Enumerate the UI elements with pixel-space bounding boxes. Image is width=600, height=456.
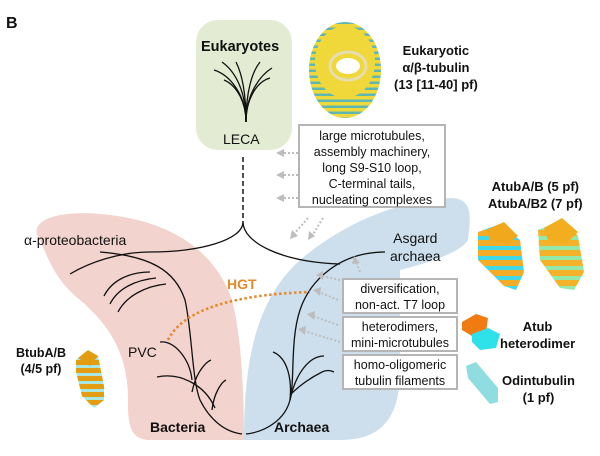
clade-leca: LECA [223, 131, 260, 147]
asgard-line-2: archaea [390, 248, 441, 264]
label-odintubulin: Odintubulin (1 pf) [502, 372, 575, 406]
feature-arrows [282, 152, 361, 343]
label-line: AtubA/B2 (7 pf) [488, 196, 583, 211]
feature-line: long S9-S10 loop, [322, 161, 422, 175]
feature-line: C-terminal tails, [328, 177, 416, 191]
hgt-label: HGT [227, 276, 257, 292]
label-line: (1 pf) [522, 390, 555, 405]
clade-bacteria: Bacteria [150, 419, 206, 435]
panel-label: B [6, 15, 18, 32]
eukaryote-region [196, 20, 292, 150]
label-btuba-b: BtubA/B (4/5 pf) [16, 345, 66, 377]
feature-line: tubulin filaments [354, 374, 446, 388]
root-branch-right [242, 221, 341, 265]
btuba-b-structure [76, 350, 104, 408]
clade-eukaryotes: Eukaryotes [201, 39, 280, 55]
label-line: BtubA/B [16, 346, 66, 360]
feature-line: homo-oligomeric [353, 358, 447, 372]
clade-alpha-proteobacteria: α-proteobacteria [24, 232, 127, 248]
bacteria-tree [99, 251, 243, 435]
atub-heterodimer-structure [462, 314, 500, 350]
label-eukaryotic-tubulin: Eukaryotic α/β-tubulin (13 [11-40] pf) [394, 42, 478, 93]
label-line: Odintubulin [502, 373, 575, 388]
feature-line: non-act. T7 loop [354, 298, 446, 312]
odintubulin-structure [466, 362, 498, 404]
feature-box-heterodimers: heterodimers, mini-microtubules [342, 316, 458, 352]
label-line: Eukaryotic [402, 43, 470, 58]
eukaryote-tree [213, 61, 273, 123]
feature-arrowheads [276, 149, 360, 335]
clade-archaea: Archaea [274, 419, 330, 435]
label-line: AtubA/B (5 pf) [491, 179, 579, 194]
root-branch-left [69, 221, 244, 275]
label-line: α/β-tubulin [402, 60, 470, 75]
feature-box-homo-oligomeric: homo-oligomeric tubulin filaments [342, 354, 458, 390]
asgard-line-1: Asgard [393, 230, 438, 246]
label-line: (13 [11-40] pf) [394, 77, 478, 92]
label-line: Atub [522, 319, 553, 334]
clade-pvc: PVC [128, 344, 157, 360]
feature-box-eukaryotic: large microtubules, assembly machinery, … [298, 124, 446, 208]
clade-asgard-archaea: Asgard archaea [390, 229, 441, 265]
feature-line: assembly machinery, [313, 145, 431, 159]
label-line: heterodimer [500, 336, 576, 351]
feature-line: heterodimers, [361, 320, 439, 334]
feature-line: mini-microtubules [351, 336, 449, 350]
feature-box-diversification: diversification, non-act. T7 loop [342, 278, 458, 314]
atuba-b-structure [478, 222, 524, 290]
label-atub-heterodimer: Atub heterodimer [500, 318, 575, 352]
archaea-tree [245, 251, 386, 435]
hgt-arc [166, 290, 311, 341]
atuba-b2-structure [538, 218, 584, 290]
feature-line: diversification, [360, 282, 440, 296]
feature-line: nucleating complexes [311, 193, 433, 207]
feature-line: large microtubules, [319, 129, 425, 143]
label-atuba-b: AtubA/B (5 pf) AtubA/B2 (7 pf) [488, 178, 583, 212]
label-line: (4/5 pf) [20, 362, 62, 376]
eukaryotic-tubulin-structure [309, 22, 381, 118]
